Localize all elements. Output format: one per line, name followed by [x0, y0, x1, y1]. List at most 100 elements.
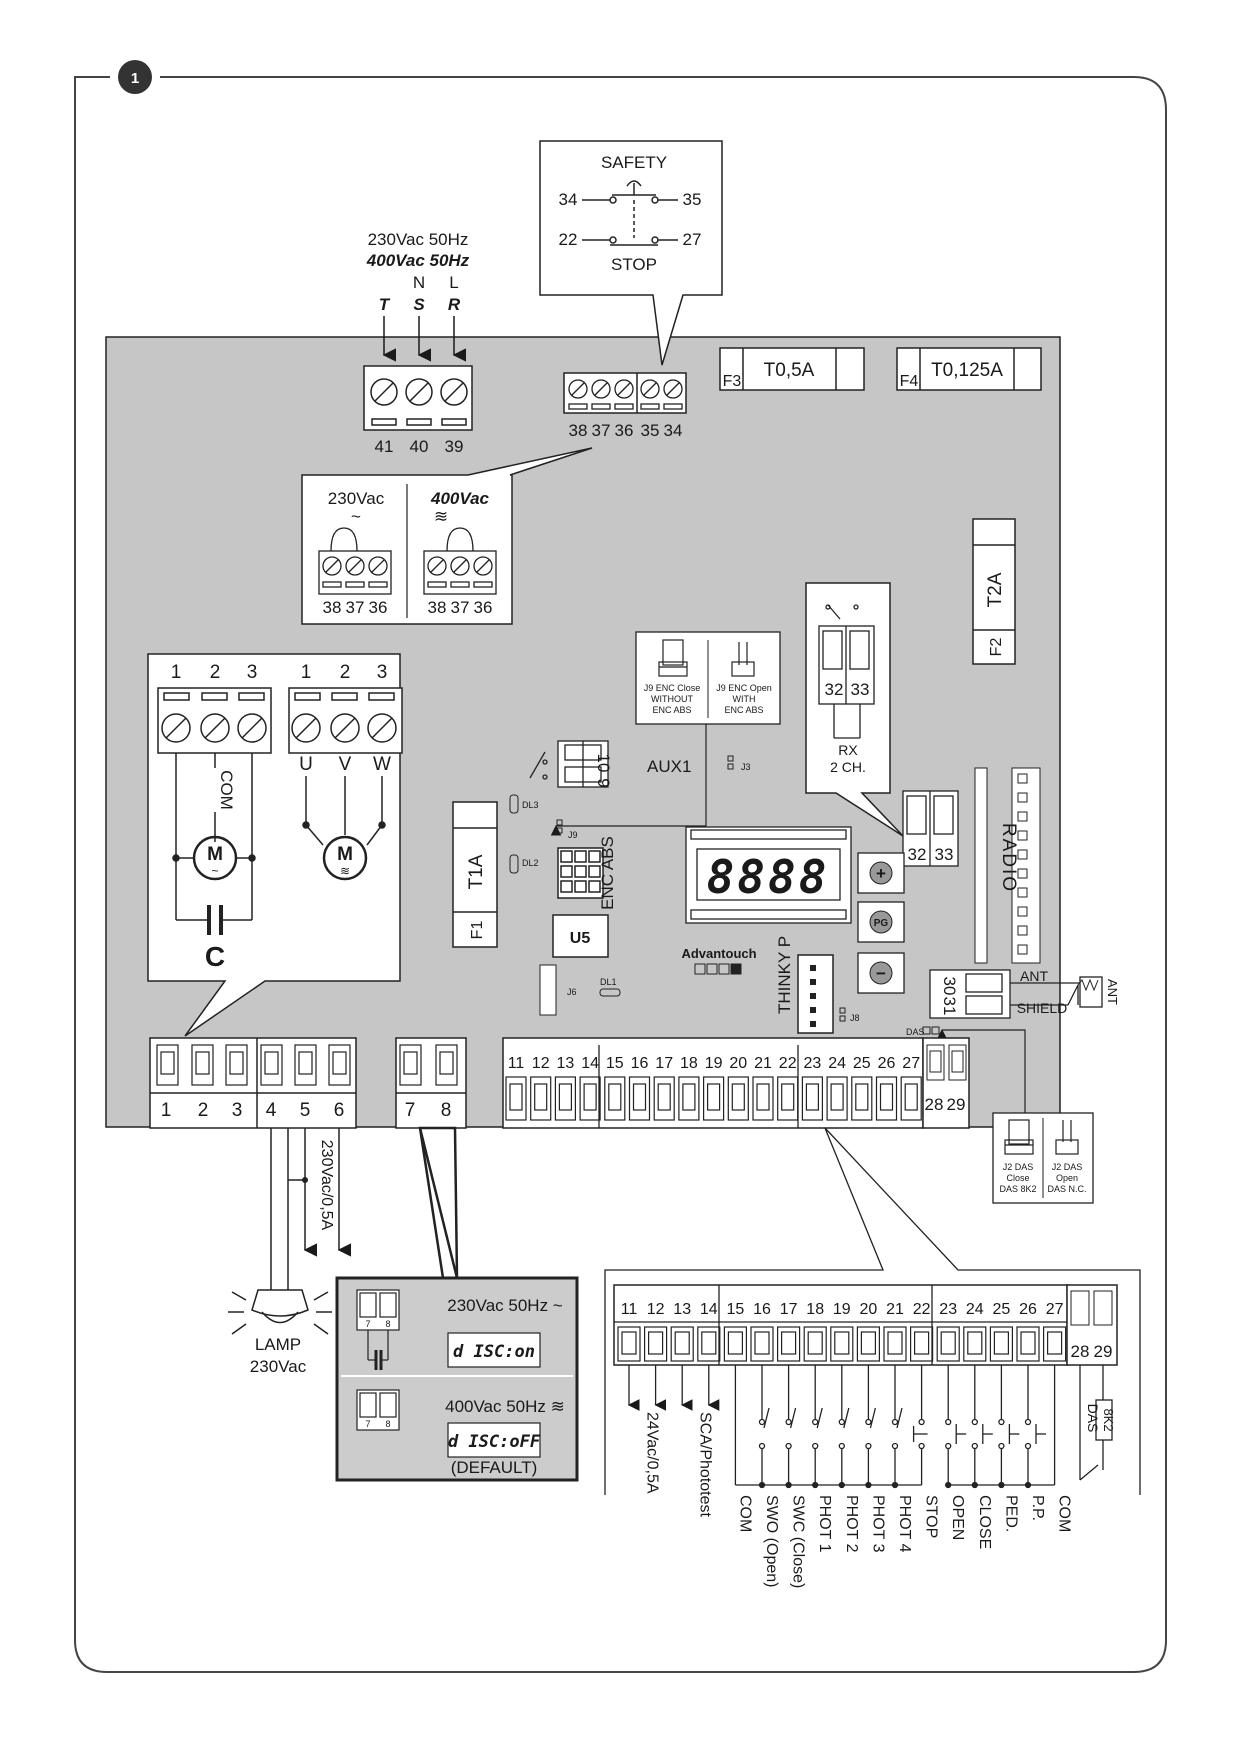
aux1-t9: 9 [594, 778, 613, 787]
detail-strip [613, 1284, 1069, 1366]
safety-22: 22 [559, 230, 578, 249]
strip-term-11: 11 [508, 1055, 525, 1072]
display-digits: 8888 [707, 850, 830, 904]
bt-1: 1 [161, 1100, 172, 1121]
radio-label: RADIO [998, 823, 1019, 893]
detail-label-12: PED. [1002, 1495, 1019, 1532]
outer-frame [73, 76, 1167, 1673]
detail-term-20: 20 [860, 1301, 878, 1318]
ant-box-label: ANT [1105, 979, 1120, 1005]
das-close-1: J2 DAS [1003, 1162, 1034, 1172]
motor-com: COM [217, 770, 236, 810]
detail-8k2: 8K2 [1101, 1408, 1116, 1431]
t36: 36 [615, 421, 634, 440]
antenna-cable [1010, 976, 1103, 1008]
motor-m1: M [207, 844, 223, 865]
motor-w: W [373, 754, 391, 775]
figure-number: 1 [131, 70, 139, 87]
lamp-label-2: 230Vac [250, 1357, 307, 1376]
enc-close-3: ENC ABS [652, 705, 691, 715]
aux1-t10: 10 [594, 754, 613, 773]
chip-u5 [552, 914, 609, 958]
das-close-3: DAS 8K2 [999, 1184, 1036, 1194]
detail-label-8: PHOT 4 [896, 1495, 913, 1553]
v400-t38: 38 [428, 598, 447, 617]
detail-term-13: 13 [673, 1301, 691, 1318]
detail-term-25: 25 [993, 1301, 1011, 1318]
j8-label: J8 [850, 1013, 860, 1023]
motor-terminal-blocks [157, 687, 403, 754]
detail-term-23: 23 [939, 1301, 957, 1318]
minus-button[interactable]: − [857, 952, 905, 994]
lamp-icon [228, 1289, 332, 1335]
terminal-block-38-34 [563, 372, 687, 414]
enc-abs-connector [557, 847, 604, 899]
motor-u: U [299, 754, 313, 775]
detail-das: DAS [1085, 1404, 1101, 1433]
ms-t7-a: 7 [365, 1319, 370, 1329]
stop-label: STOP [611, 255, 657, 274]
j6-connector [539, 964, 557, 1016]
antenna-terminal [929, 969, 1011, 1019]
pg-label: PG [874, 918, 889, 929]
ms-default: (DEFAULT) [451, 1458, 538, 1477]
enc-open-1: J9 ENC Open [716, 683, 772, 693]
motor-r3: 3 [377, 662, 388, 683]
bt-7: 7 [405, 1100, 416, 1121]
bt-4: 4 [266, 1100, 277, 1121]
rx-label-2: 2 CH. [830, 759, 866, 775]
thinky-label: THINKY P [775, 936, 794, 1014]
detail-label-14: COM [1056, 1495, 1073, 1532]
strip-term-26: 26 [878, 1055, 896, 1072]
detail-label-2: COM [736, 1495, 753, 1532]
strip-term-13: 13 [557, 1055, 575, 1072]
jumper-open-icon [731, 642, 755, 677]
single-phase-motor-wiring [172, 753, 256, 935]
strip-term-21: 21 [754, 1055, 772, 1072]
detail-label-9: STOP [923, 1495, 940, 1538]
radio-connector [1011, 767, 1041, 964]
detail-wiring [627, 1365, 1056, 1489]
motor-r2: 2 [340, 662, 351, 683]
j6-label: J6 [567, 987, 577, 997]
advantouch-pins [694, 963, 742, 975]
plus-button[interactable]: + [857, 852, 905, 894]
bt-3: 3 [232, 1100, 243, 1121]
enc-open-2: WITH [733, 694, 756, 704]
output-230-label: 230Vac/0,5A [318, 1140, 335, 1231]
strip-term-25: 25 [853, 1055, 871, 1072]
chip-u5-label: U5 [570, 930, 591, 947]
jumper-closed-icon [658, 639, 688, 677]
detail-term-27: 27 [1046, 1301, 1064, 1318]
enc-open-3: ENC ABS [724, 705, 763, 715]
mains-s: S [413, 295, 425, 314]
dl1-label: DL1 [600, 977, 617, 987]
aux1-label: AUX1 [647, 757, 691, 776]
rx-t33: 33 [851, 680, 870, 699]
bt-6: 6 [334, 1100, 345, 1121]
ms-line1: 230Vac 50Hz ~ [447, 1296, 563, 1315]
v400-t36: 36 [474, 598, 493, 617]
t28-29-block [922, 1037, 970, 1129]
main-terminal-block [363, 365, 473, 431]
pg-button[interactable]: PG [857, 901, 905, 943]
motor-m3-wave: ≋ [340, 864, 350, 878]
detail-term-12: 12 [647, 1301, 665, 1318]
ant-label: ANT [1020, 968, 1048, 984]
mains-n: N [413, 273, 425, 292]
t37: 37 [592, 421, 611, 440]
three-phase-motor-wiring [302, 776, 386, 881]
motor-v: V [339, 754, 352, 775]
lamp-label-1: LAMP [255, 1335, 301, 1354]
plus-label: + [876, 864, 886, 883]
rx-relay [818, 604, 875, 739]
dl3-label: DL3 [522, 800, 539, 810]
safety-label: SAFETY [601, 153, 667, 172]
rx-label-1: RX [838, 742, 858, 758]
mains-t: T [379, 295, 391, 314]
ms-t8-b: 8 [385, 1419, 390, 1429]
ms-display-1 [447, 1332, 541, 1368]
j3-label: J3 [741, 762, 751, 772]
figure-badge [118, 60, 152, 94]
bottom-terminal-7-8 [395, 1037, 467, 1129]
